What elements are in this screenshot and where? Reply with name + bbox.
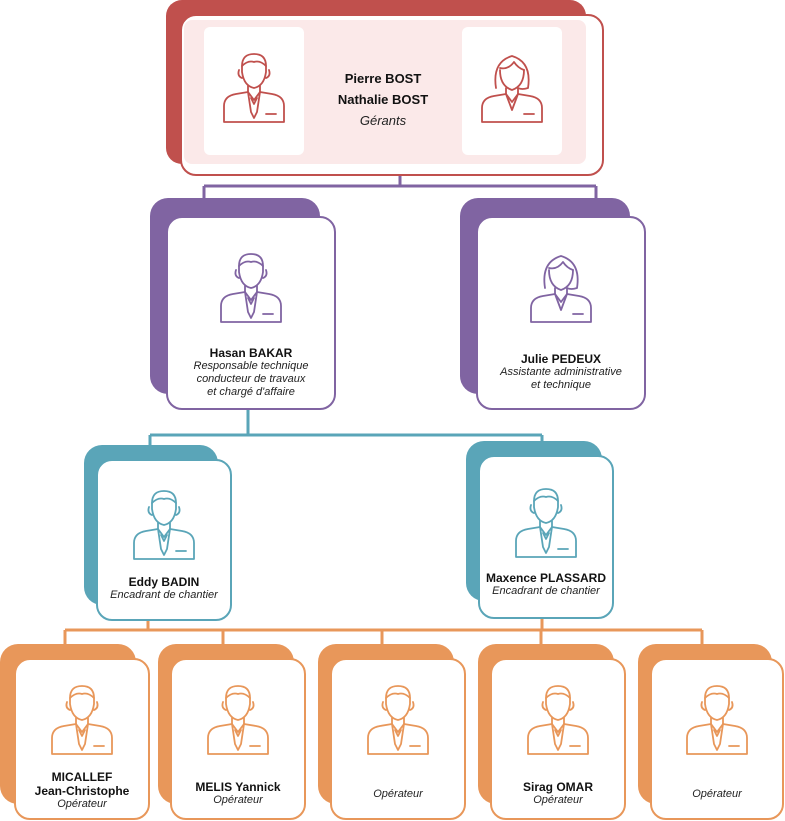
card-gerants: Pierre BOST Nathalie BOST Gérants — [166, 0, 606, 178]
card-maxence-plassard: Maxence PLASSARD Encadrant de chantier — [466, 441, 614, 621]
man-icon — [686, 685, 748, 755]
card-panel: MELIS Yannick Opérateur — [170, 658, 306, 820]
woman-icon-box — [462, 27, 562, 155]
role-line: Responsable technique — [193, 360, 309, 372]
name-line: MELIS Yannick — [195, 780, 281, 794]
card-melis-yannick: MELIS Yannick Opérateur — [158, 644, 308, 820]
man-icon — [367, 685, 429, 755]
level3-connectors — [63, 618, 704, 644]
name-maxence-plassard: Maxence PLASSARD — [485, 571, 607, 585]
role-operateur: Opérateur — [57, 798, 107, 810]
woman-icon — [530, 255, 592, 323]
role-operateur: Opérateur — [373, 788, 423, 800]
role-operateur: Opérateur — [213, 794, 263, 806]
level2-connectors — [148, 410, 544, 445]
man-icon — [223, 53, 285, 123]
card-panel: Maxence PLASSARD Encadrant de chantier — [478, 455, 614, 619]
role-operateur: Opérateur — [692, 788, 742, 800]
card-eddy-badin: Eddy BADIN Encadrant de chantier — [84, 445, 232, 623]
name-line: MICALLEF — [51, 770, 113, 784]
man-icon — [207, 685, 269, 755]
card-panel: Julie PEDEUX Assistante administrative e… — [476, 216, 646, 410]
role-gerants: Gérants — [359, 113, 407, 128]
name-line: Jean-Christophe — [34, 784, 130, 798]
card-panel: Eddy BADIN Encadrant de chantier — [96, 459, 232, 621]
man-icon — [51, 685, 113, 755]
card-panel: Opérateur — [650, 658, 784, 820]
man-icon — [515, 488, 577, 558]
woman-icon — [481, 55, 543, 123]
man-icon-box — [204, 27, 304, 155]
card-operateur-5: Opérateur — [638, 644, 785, 820]
card-micallef: MICALLEF Jean-Christophe Opérateur — [0, 644, 150, 820]
card-julie-pedeux: Julie PEDEUX Assistante administrative e… — [460, 198, 646, 412]
name-line: Sirag OMAR — [522, 780, 593, 794]
role-encadrant: Encadrant de chantier — [492, 585, 600, 597]
role-line: et chargé d'affaire — [207, 386, 295, 398]
name-eddy-badin: Eddy BADIN — [128, 575, 200, 589]
role-operateur: Opérateur — [533, 794, 583, 806]
card-sirag-omar: Sirag OMAR Opérateur — [478, 644, 628, 820]
card-panel: Sirag OMAR Opérateur — [490, 658, 626, 820]
role-line: Assistante administrative — [500, 366, 622, 378]
name-pierre-bost: Pierre BOST — [344, 71, 422, 86]
name-julie-pedeux: Julie PEDEUX — [520, 352, 602, 366]
role-encadrant: Encadrant de chantier — [110, 589, 218, 601]
card-panel: MICALLEF Jean-Christophe Opérateur — [14, 658, 150, 820]
man-icon — [220, 253, 282, 323]
gerants-text: Pierre BOST Nathalie BOST Gérants — [304, 68, 462, 131]
level1-connectors — [202, 176, 598, 198]
card-panel: Hasan BAKAR Responsable technique conduc… — [166, 216, 336, 410]
name-hasan-bakar: Hasan BAKAR — [209, 346, 293, 360]
card-panel: Opérateur — [330, 658, 466, 820]
man-icon — [133, 490, 195, 560]
role-line: et technique — [531, 379, 591, 391]
man-icon — [527, 685, 589, 755]
name-nathalie-bost: Nathalie BOST — [337, 92, 429, 107]
role-line: conducteur de travaux — [196, 373, 306, 385]
card-operateur-3: Opérateur — [318, 644, 468, 820]
card-hasan-bakar: Hasan BAKAR Responsable technique conduc… — [150, 198, 336, 412]
